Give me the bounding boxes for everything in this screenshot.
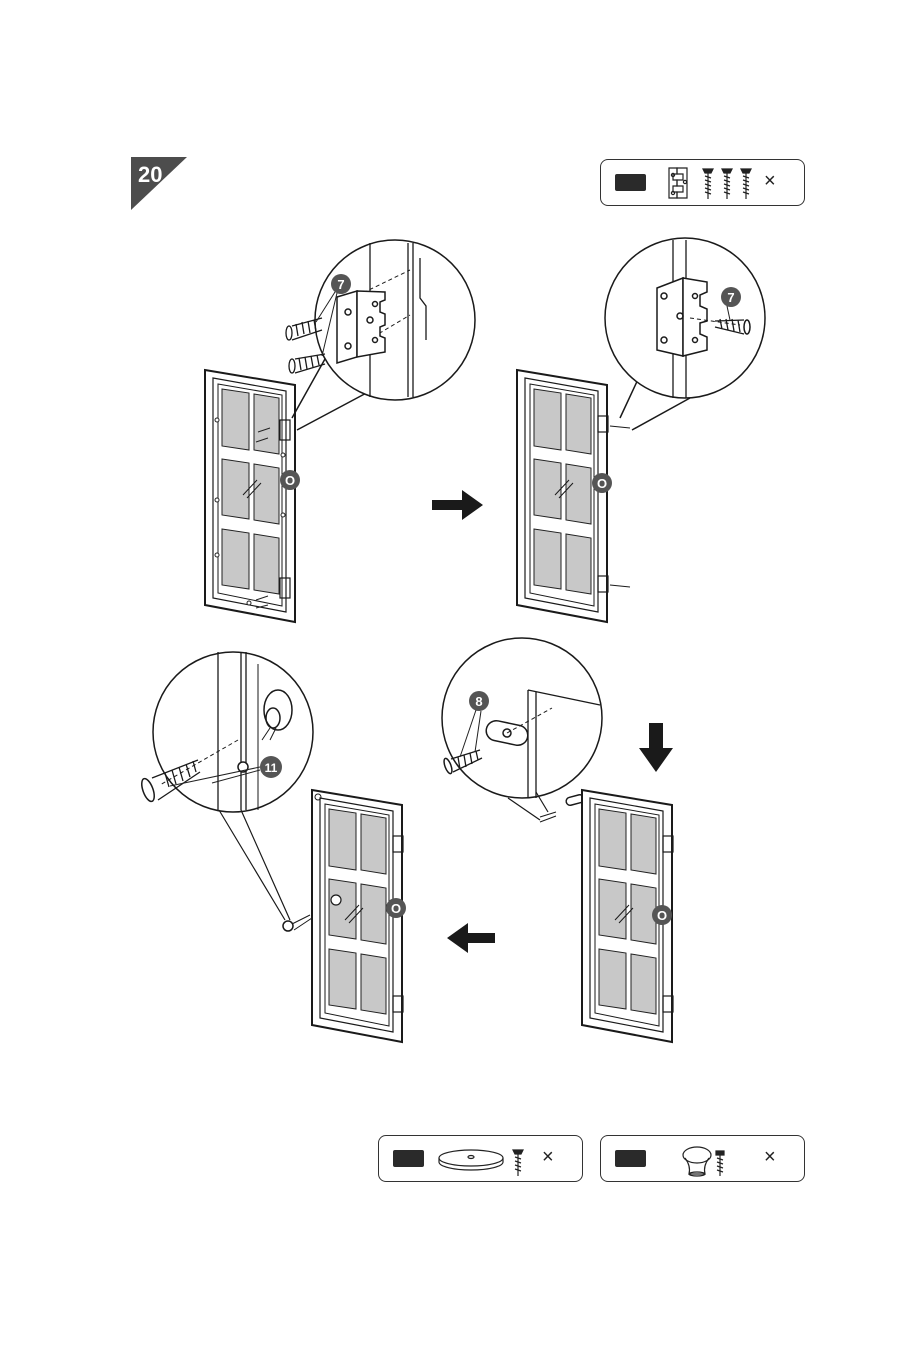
hinge-detail-circle-2 xyxy=(605,238,765,430)
screw-icon xyxy=(513,1150,523,1176)
door-panel-2 xyxy=(517,370,630,622)
svg-text:8: 8 xyxy=(475,694,482,709)
knob-icon xyxy=(683,1147,711,1176)
svg-text:7: 7 xyxy=(727,290,734,305)
quantity-label-block xyxy=(615,1150,646,1167)
door-panel-3 xyxy=(312,790,403,1042)
quantity-label-block xyxy=(393,1150,424,1167)
svg-text:11: 11 xyxy=(265,761,278,775)
door-panel-1 xyxy=(205,370,295,622)
hardware-box-plate: × xyxy=(378,1135,583,1182)
arrow-right xyxy=(432,490,483,520)
multiply-sign: × xyxy=(542,1146,554,1169)
plate-detail-circle xyxy=(442,638,602,822)
arrow-left xyxy=(447,923,495,953)
svg-text:7: 7 xyxy=(337,277,344,292)
hinge-detail-circle-1 xyxy=(286,240,475,430)
part-o-callout-1: O xyxy=(280,470,300,490)
part-o-callout-3: O xyxy=(386,898,406,918)
part-o-callout-4: O xyxy=(652,905,672,925)
knob-detail-circle xyxy=(139,652,313,931)
svg-text:O: O xyxy=(597,476,607,491)
svg-text:O: O xyxy=(391,901,401,916)
pull-plate-icon xyxy=(439,1150,503,1170)
arrow-down xyxy=(639,723,673,772)
svg-text:O: O xyxy=(285,473,295,488)
hardware-box-knob: × xyxy=(600,1135,805,1182)
multiply-sign: × xyxy=(764,1146,776,1169)
bolt-icon xyxy=(716,1151,724,1176)
svg-text:O: O xyxy=(657,908,667,923)
part-o-callout-2: O xyxy=(592,473,612,493)
